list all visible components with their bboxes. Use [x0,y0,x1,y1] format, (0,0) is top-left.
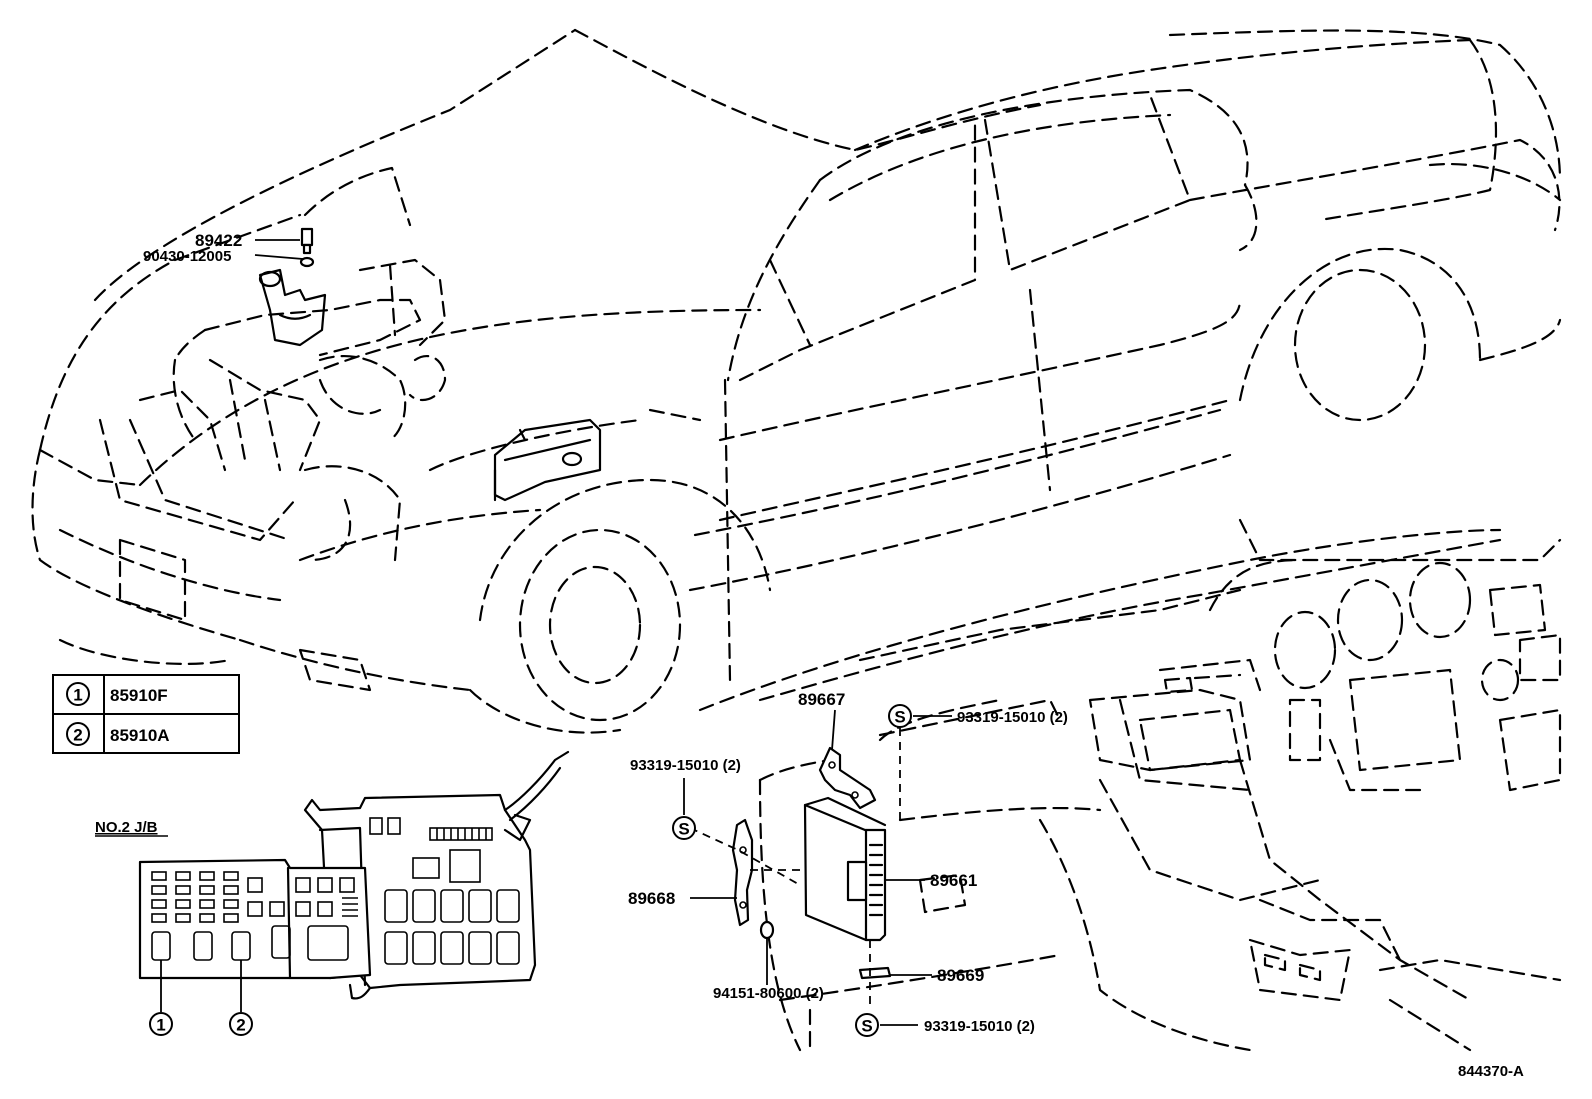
engine-outline [128,258,447,562]
svg-text:S: S [678,820,689,839]
legend-row-1: 1 85910F [66,682,168,706]
callout-93319-15010-left[interactable]: 93319-15010 (2) [630,757,741,774]
svg-text:S: S [861,1017,872,1036]
screw-marker-a: S [888,704,912,728]
under-hood-box [493,418,602,502]
screw-marker-b: S [672,816,696,840]
callout-89668[interactable]: 89668 [628,889,675,908]
callout-89661[interactable]: 89661 [930,871,977,890]
callout-89422[interactable]: 89422 [195,231,242,250]
svg-text:S: S [894,708,905,727]
callout-93319-15010-top[interactable]: 93319-15010 (2) [957,709,1068,726]
junction-block-no2[interactable] [138,750,570,1000]
ecu-89661[interactable] [803,796,887,942]
callout-94151-80600[interactable]: 94151-80600 (2) [713,985,824,1002]
svg-text:1: 1 [73,686,82,705]
leader-lines [254,239,952,1026]
callout-93319-15010-bottom[interactable]: 93319-15010 (2) [924,1018,1035,1035]
bracket-89667[interactable] [818,746,877,810]
sensor-mount-housing [258,268,327,347]
callout-90430-12005[interactable]: 90430-12005 [143,248,231,265]
car-body-outline [31,28,1562,734]
junction-marker-1: 1 [149,960,173,1036]
svg-text:2: 2 [236,1016,245,1035]
dashboard-outline [698,518,1562,1052]
bracket-89669[interactable] [858,966,892,980]
svg-text:2: 2 [73,726,82,745]
svg-text:1: 1 [156,1016,165,1035]
sensor-89422[interactable] [300,227,314,255]
junction-block-label: NO.2 J/B [95,819,158,836]
junction-marker-2: 2 [229,960,253,1036]
callout-89669[interactable]: 89669 [937,966,984,985]
legend-part-85910A[interactable]: 85910A [110,726,170,745]
relay-legend-table: 1 85910F 2 85910A [52,674,240,754]
callout-89667[interactable]: 89667 [798,690,845,709]
legend-part-85910F[interactable]: 85910F [110,686,168,705]
legend-row-2: 2 85910A [66,722,170,746]
bracket-89668[interactable] [731,818,754,927]
drawing-number: 844370-A [1458,1063,1524,1080]
washer-90430[interactable] [299,256,315,268]
assembly-guides [689,728,901,1010]
screw-marker-c: S [855,1013,879,1037]
nut-94151[interactable] [759,920,775,940]
